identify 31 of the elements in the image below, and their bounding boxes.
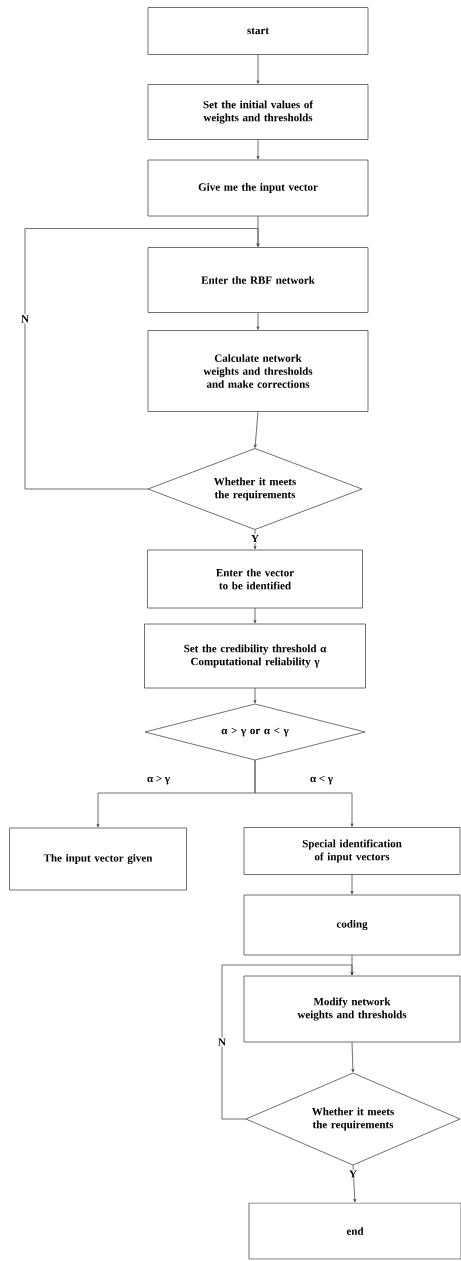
arrow xyxy=(24,228,260,490)
edge-label: N xyxy=(20,314,30,324)
edge-label: α < γ xyxy=(309,774,335,786)
process-box: start xyxy=(147,7,369,55)
process-box: coding xyxy=(243,894,461,956)
process-box: Special identification of input vectors xyxy=(243,827,461,875)
process-box: Give me the input vector xyxy=(147,159,369,217)
arrow xyxy=(254,759,354,827)
edge-label: Y xyxy=(348,1169,358,1179)
arrow xyxy=(253,411,259,448)
arrow xyxy=(350,874,354,895)
arrow xyxy=(351,1041,355,1073)
process-box: Enter the vector to be identified xyxy=(147,549,363,609)
edge-label: N xyxy=(217,1037,227,1047)
arrow xyxy=(221,964,354,1120)
arrow xyxy=(253,529,257,550)
arrow xyxy=(253,607,257,624)
process-box: end xyxy=(248,1202,461,1260)
process-box: Enter the RBF network xyxy=(147,247,369,313)
process-box: The input vector given xyxy=(9,827,187,891)
edge-label: Y xyxy=(250,533,260,544)
edge-label: α > γ xyxy=(145,774,172,786)
process-box: Modify network weights and thresholds xyxy=(243,975,461,1043)
process-box: Calculate network weights and thresholds and make corrections xyxy=(147,330,369,412)
process-box: Set the initial values of weights and thresholds xyxy=(147,84,369,140)
arrow xyxy=(253,687,257,704)
arrow xyxy=(352,1164,357,1203)
arrow xyxy=(256,54,260,84)
arrow xyxy=(256,139,260,160)
arrow xyxy=(256,312,260,330)
process-box: Set the credibility threshold α Computational reliability γ xyxy=(144,623,366,689)
